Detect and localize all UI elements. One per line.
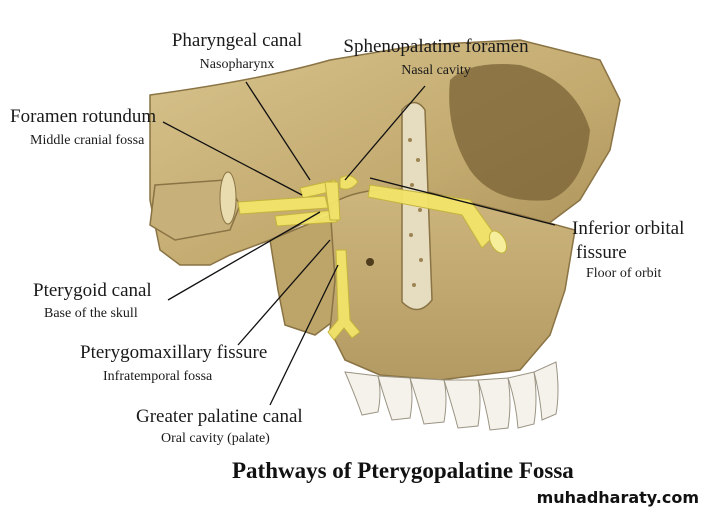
label-oral-cavity: Oral cavity (palate) bbox=[161, 431, 270, 446]
leader-pterygoid bbox=[167, 211, 321, 301]
leader-palatine bbox=[269, 264, 339, 406]
watermark: muhadharaty.com bbox=[536, 488, 699, 507]
label-nasal-cavity: Nasal cavity bbox=[401, 63, 471, 78]
leader-lines bbox=[162, 81, 556, 406]
label-nasopharynx: Nasopharynx bbox=[199, 57, 275, 72]
label-foramen-rotundum: Foramen rotundum bbox=[10, 106, 157, 127]
label-pterygomaxillary-fissure: Pterygomaxillary fissure bbox=[80, 342, 268, 363]
label-base-of-skull: Base of the skull bbox=[44, 306, 138, 321]
label-fissure: fissure bbox=[576, 242, 627, 263]
label-sphenopalatine-foramen: Sphenopalatine foramen bbox=[343, 36, 529, 57]
leader-rotundum bbox=[162, 121, 303, 196]
label-pterygoid-canal: Pterygoid canal bbox=[33, 280, 152, 301]
leader-pterygomaxillary bbox=[237, 239, 331, 346]
label-floor-of-orbit: Floor of orbit bbox=[586, 266, 662, 281]
orbit bbox=[449, 64, 590, 201]
teeth bbox=[344, 361, 559, 431]
pathways bbox=[237, 175, 496, 341]
label-pharyngeal-canal: Pharyngeal canal bbox=[171, 30, 303, 51]
label-infratemporal-fossa: Infratemporal fossa bbox=[103, 369, 213, 384]
label-middle-cranial-fossa: Middle cranial fossa bbox=[30, 133, 145, 148]
leader-orbital bbox=[369, 177, 556, 226]
septum-texture bbox=[408, 138, 423, 287]
leader-sphenopalatine bbox=[344, 85, 426, 181]
label-inferior-orbital: Inferior orbital bbox=[572, 218, 685, 239]
zygomatic-cut bbox=[219, 171, 237, 225]
orbital-pathway-end bbox=[488, 230, 508, 254]
small-foramen bbox=[366, 258, 374, 266]
diagram-caption: Pathways of Pterygopalatine Fossa bbox=[232, 458, 574, 483]
label-greater-palatine-canal: Greater palatine canal bbox=[136, 406, 303, 427]
leader-pharyngeal bbox=[245, 81, 311, 181]
